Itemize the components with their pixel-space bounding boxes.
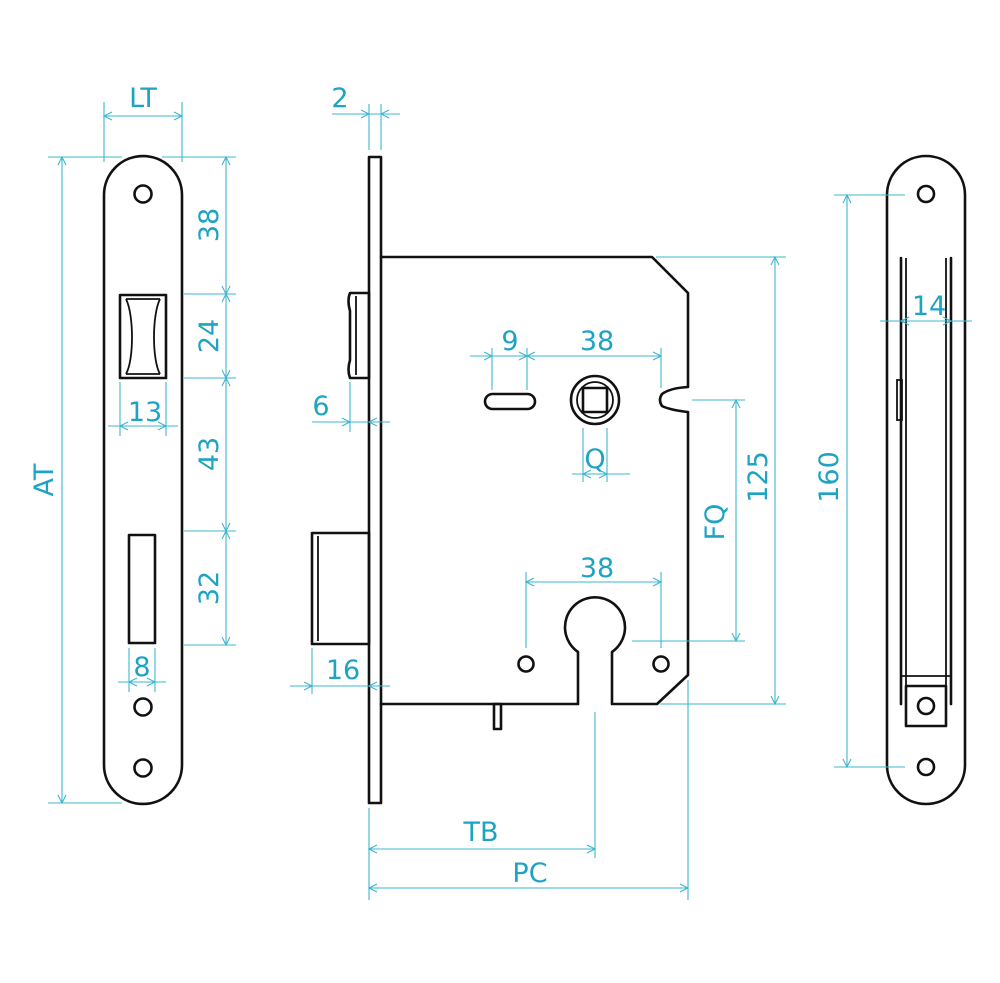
dim-arrows (118, 421, 168, 431)
label-q: Q (584, 444, 605, 475)
label-fq: FQ (700, 504, 731, 541)
dim-arrows (57, 155, 67, 805)
dim-arrows (581, 469, 609, 479)
label-pc: PC (512, 858, 547, 889)
dim-arrows (221, 155, 231, 647)
side-follower-ring (569, 374, 621, 426)
label-32: 32 (194, 571, 225, 605)
label-38-top: 38 (194, 208, 225, 242)
dim-arrows (303, 681, 378, 691)
label-8: 8 (133, 652, 150, 683)
dim-arrows (842, 193, 852, 769)
dim-arrows (525, 351, 663, 361)
label-160: 160 (814, 451, 845, 503)
rear-screw-hole-bottom (916, 757, 936, 777)
side-bottom-pin (492, 702, 503, 731)
side-spindle-square (581, 386, 609, 414)
dim-arrows (102, 111, 184, 121)
label-125: 125 (743, 451, 774, 503)
dim-arrows (731, 398, 741, 643)
label-13: 13 (128, 397, 162, 428)
label-6: 6 (312, 391, 329, 422)
rear-case-tab (896, 379, 903, 421)
front-screw-hole-top (133, 184, 153, 204)
dim-arrows (770, 255, 780, 706)
label-43: 43 (194, 437, 225, 471)
front-latch-bolt (125, 298, 161, 375)
rear-faceplate (885, 154, 967, 806)
side-slot (483, 392, 537, 411)
side-screw-hole-left (517, 655, 535, 673)
side-lock-case (379, 255, 690, 706)
dim-arrows (899, 316, 953, 326)
label-lt: LT (129, 83, 157, 114)
dim-arrows (341, 417, 378, 427)
label-24: 24 (194, 319, 225, 353)
label-38-cylinder: 38 (580, 553, 614, 584)
front-dimensions: LT AT 38 24 43 32 13 8 (29, 83, 236, 805)
rear-screw-hole-top (916, 184, 936, 204)
side-latch-bolt (347, 291, 371, 380)
label-tb: TB (462, 817, 498, 848)
side-dimensions: 2 6 16 9 38 Q 38 (290, 83, 786, 900)
side-screw-hole-right (652, 655, 670, 673)
label-9: 9 (501, 326, 518, 357)
dim-arrows (360, 109, 390, 119)
label-16: 16 (326, 655, 360, 686)
front-screw-hole-middle (133, 697, 153, 717)
front-deadbolt-opening (127, 533, 157, 645)
rear-bottom-screw-hole (916, 696, 936, 716)
front-latch-opening (118, 293, 168, 380)
rear-bottom-block (904, 684, 948, 728)
label-at: AT (29, 463, 60, 496)
rear-view (885, 154, 967, 806)
front-faceplate (102, 154, 184, 806)
dim-arrows (367, 883, 690, 893)
label-2: 2 (331, 83, 348, 114)
front-screw-hole-bottom (133, 758, 153, 778)
side-deadbolt (310, 531, 371, 646)
front-view (102, 154, 184, 806)
rear-dimensions: 160 14 (814, 193, 972, 769)
side-view (310, 155, 690, 805)
side-follower-inner (576, 381, 614, 419)
dim-arrows (524, 577, 663, 587)
side-faceplate (367, 155, 383, 805)
dim-arrows (367, 844, 597, 854)
dim-arrows (127, 677, 157, 687)
label-14: 14 (912, 291, 946, 322)
label-38-follower: 38 (580, 326, 614, 357)
